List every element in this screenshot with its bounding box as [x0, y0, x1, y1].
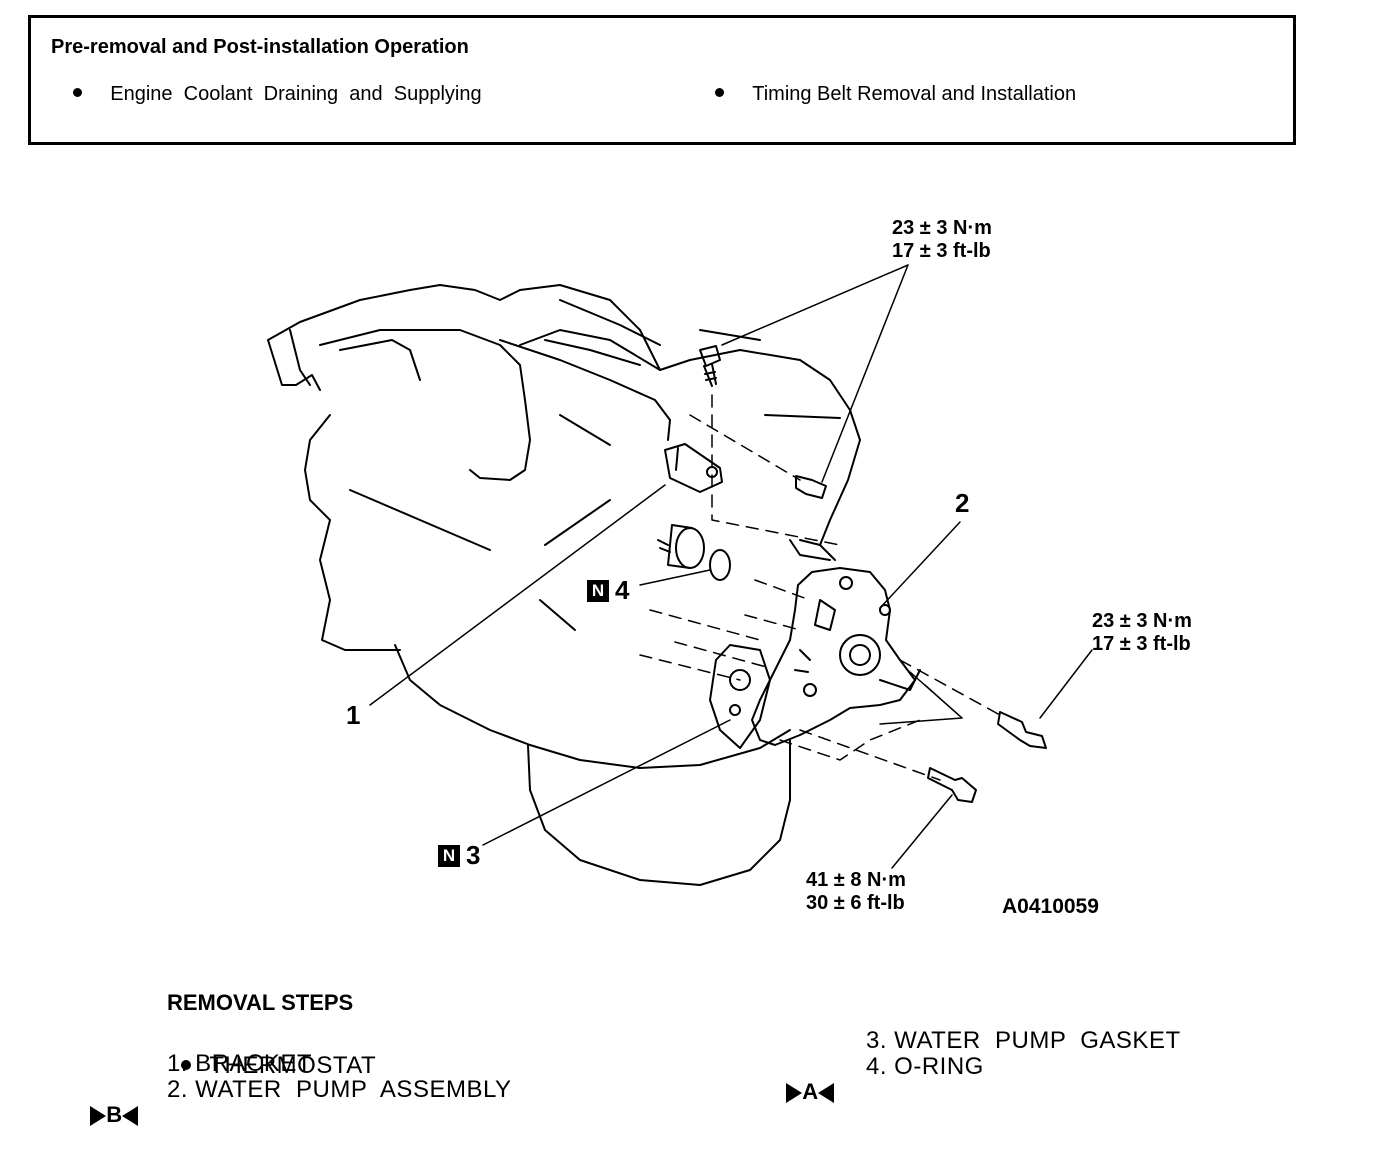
pre-removal-box: Pre-removal and Post-installation Operat… — [28, 15, 1296, 145]
n-badge-icon: N — [438, 845, 460, 867]
box-title: Pre-removal and Post-installation Operat… — [51, 36, 469, 58]
arrow-right-icon — [786, 1083, 803, 1104]
step-o-ring: 4. O-RING — [866, 1053, 984, 1080]
torque-label-bottom: 41 ± 8 N·m 30 ± 6 ft-lb — [806, 869, 906, 914]
torque-label-top: 23 ± 3 N·m 17 ± 3 ft-lb — [892, 217, 992, 262]
arrow-right-icon — [90, 1106, 107, 1127]
bracket-part — [664, 443, 723, 493]
arrow-left-icon — [818, 1083, 835, 1104]
service-mark-b: B — [78, 1076, 139, 1128]
figure-id: A0410059 — [1002, 895, 1099, 918]
callout-1: 1 — [346, 700, 361, 730]
thermostat-housing-part — [657, 524, 705, 569]
water-pump-part — [751, 567, 921, 746]
o-ring-part — [709, 549, 731, 581]
bullet-icon — [73, 88, 83, 98]
step-thermostat: THERMOSTAT — [167, 1024, 376, 1080]
arrow-left-icon — [122, 1106, 139, 1127]
leader-lines — [369, 264, 1093, 869]
service-mark-a: A — [774, 1053, 835, 1105]
bolt-side — [795, 475, 827, 499]
removal-steps-title: REMOVAL STEPS — [167, 990, 354, 1015]
step-water-pump-assembly: 2. WATER PUMP ASSEMBLY — [167, 1076, 512, 1103]
bolt-top — [699, 345, 721, 387]
bolt-right — [997, 711, 1047, 749]
engine-block-outline — [267, 284, 861, 886]
bolt-bottom — [927, 767, 977, 803]
water-pump-exploded-diagram — [267, 264, 1093, 886]
bullet-item-coolant: Engine Coolant Draining and Supplying — [51, 60, 482, 129]
assembly-guide-lines — [639, 394, 1001, 781]
n-badge-icon: N — [587, 580, 609, 602]
step-bracket: 1. BRACKET — [167, 1050, 313, 1077]
step-water-pump-gasket: 3. WATER PUMP GASKET — [866, 1027, 1181, 1054]
bullet-item-timing-belt: Timing Belt Removal and Installation — [693, 60, 1076, 129]
bullet-icon — [715, 88, 725, 98]
bullet-icon — [181, 1059, 192, 1070]
callout-2: 2 — [955, 488, 970, 518]
water-pump-gasket-part — [709, 644, 771, 749]
torque-label-right: 23 ± 3 N·m 17 ± 3 ft-lb — [1092, 610, 1192, 655]
